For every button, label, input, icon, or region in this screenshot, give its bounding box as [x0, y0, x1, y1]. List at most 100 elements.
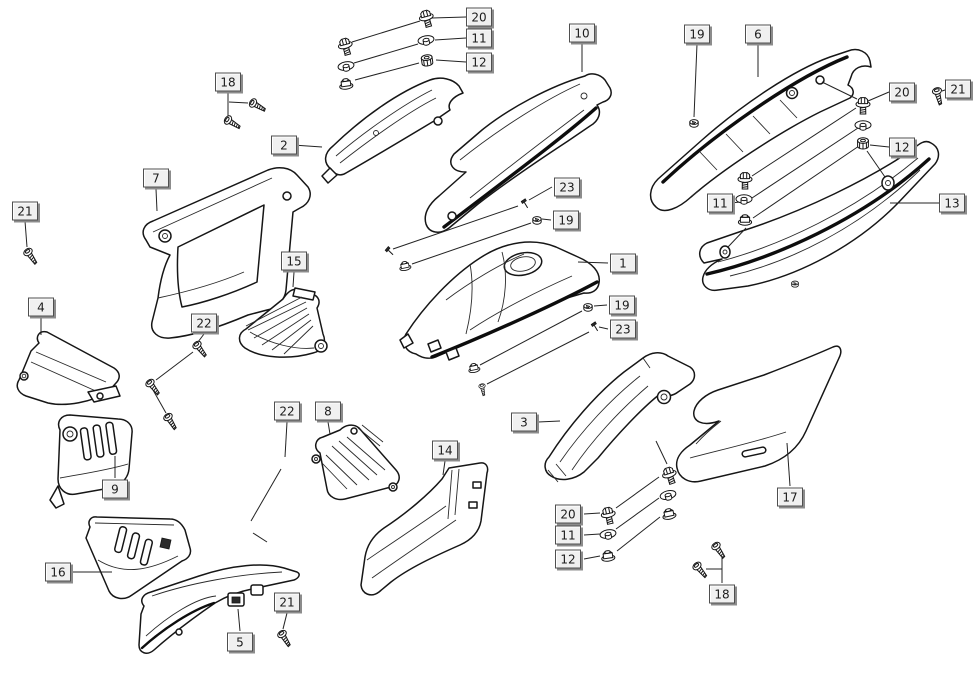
leader-line: [751, 107, 857, 177]
fastener-screw-icon: [143, 377, 163, 398]
fastener-nut-icon: [737, 214, 753, 226]
fastener-cup-icon: [857, 137, 869, 150]
fastener-washer-icon: [598, 527, 618, 542]
fastener-bolt-icon: [660, 465, 680, 487]
leader-line: [583, 533, 601, 536]
fastener-nut-icon: [660, 506, 678, 521]
leader-line: [411, 222, 532, 265]
callout-12[interactable]: 12: [889, 137, 915, 157]
fastener-pin-icon: [590, 321, 600, 333]
leader-line: [24, 220, 28, 248]
leader-line: [615, 497, 660, 530]
fastener-clip-icon: [532, 216, 542, 225]
fastener-pin-icon: [384, 245, 395, 258]
callout-11[interactable]: 11: [707, 193, 733, 213]
callout-15[interactable]: 15: [281, 251, 307, 271]
callout-21[interactable]: 21: [945, 79, 971, 99]
leader-line: [292, 144, 323, 148]
leader-line: [353, 43, 419, 64]
leader-line: [292, 271, 295, 288]
callout-10[interactable]: 10: [569, 23, 595, 43]
leader-line: [351, 20, 421, 43]
leader-line: [869, 144, 890, 148]
callout-5[interactable]: 5: [227, 632, 253, 652]
callout-23[interactable]: 23: [554, 177, 580, 197]
fastener-washer-icon: [336, 59, 356, 74]
callout-12[interactable]: 12: [555, 549, 581, 569]
callout-18[interactable]: 18: [215, 72, 241, 92]
leader-line: [197, 333, 205, 343]
callout-23[interactable]: 23: [610, 319, 636, 339]
leader-line: [593, 304, 608, 307]
leader-line: [751, 127, 859, 199]
callout-13[interactable]: 13: [939, 193, 965, 213]
fastener-screw-icon: [222, 113, 243, 132]
fastener-screw-icon: [247, 96, 268, 115]
callout-20[interactable]: 20: [466, 7, 492, 27]
fastener-washer-icon: [416, 33, 436, 48]
leader-line: [392, 205, 519, 250]
callout-16[interactable]: 16: [45, 562, 71, 582]
leader-line: [479, 310, 583, 366]
callout-21[interactable]: 21: [12, 201, 38, 221]
fastener-pin-icon: [520, 198, 530, 210]
callout-8[interactable]: 8: [315, 401, 341, 421]
fastener-screw-icon: [275, 628, 294, 649]
leader-line: [598, 326, 609, 330]
callout-11[interactable]: 11: [466, 28, 492, 48]
callout-20[interactable]: 20: [889, 82, 915, 102]
callout-4[interactable]: 4: [28, 297, 54, 317]
leader-line: [155, 351, 194, 381]
callout-1[interactable]: 1: [610, 253, 636, 273]
leader-line: [537, 420, 561, 423]
leader-line: [155, 188, 158, 212]
fastener-cup-icon: [420, 53, 434, 68]
leader-line: [252, 532, 268, 543]
part-8-drawing: [311, 424, 400, 501]
leader-line: [616, 516, 661, 552]
callout-17[interactable]: 17: [777, 487, 803, 507]
callout-11[interactable]: 11: [555, 525, 581, 545]
callout-19[interactable]: 19: [553, 210, 579, 230]
part-13-drawing: [699, 140, 940, 292]
part-15-drawing: [238, 287, 328, 358]
callout-18[interactable]: 18: [709, 584, 735, 604]
leader-line: [327, 421, 331, 435]
leader-line: [541, 218, 552, 221]
fastener-washer-icon: [658, 488, 678, 503]
fastener-screw-icon: [190, 339, 210, 360]
fastener-bolt-icon: [599, 505, 618, 526]
callout-7[interactable]: 7: [143, 168, 169, 188]
part-16-drawing: [85, 516, 192, 600]
fastener-screw-icon: [478, 382, 488, 397]
callout-20[interactable]: 20: [555, 504, 581, 524]
leader-line: [752, 145, 860, 219]
part-2-drawing: [321, 77, 464, 184]
callout-9[interactable]: 9: [102, 479, 128, 499]
part-4-drawing: [16, 330, 121, 406]
fastener-screw-icon: [161, 411, 180, 432]
leader-line: [250, 468, 282, 522]
part-7-drawing: [142, 166, 311, 339]
fastener-bolt-icon: [336, 36, 356, 57]
leader-line: [434, 37, 467, 41]
callout-21[interactable]: 21: [274, 592, 300, 612]
fastener-washer-icon: [735, 194, 753, 205]
callout-22[interactable]: 22: [274, 401, 300, 421]
part-6-drawing: [649, 48, 872, 212]
callout-14[interactable]: 14: [432, 440, 458, 460]
callout-19[interactable]: 19: [609, 295, 635, 315]
callout-2[interactable]: 2: [271, 135, 297, 155]
part-3-drawing: [544, 352, 696, 483]
leader-lines-layer: [24, 16, 949, 632]
leader-line: [727, 227, 747, 248]
leader-line: [237, 608, 241, 632]
callout-3[interactable]: 3: [511, 412, 537, 432]
leader-line: [284, 421, 288, 458]
callout-6[interactable]: 6: [745, 24, 771, 44]
callout-19[interactable]: 19: [684, 24, 710, 44]
callout-22[interactable]: 22: [191, 313, 217, 333]
leader-line: [282, 612, 288, 630]
callout-12[interactable]: 12: [466, 52, 492, 72]
